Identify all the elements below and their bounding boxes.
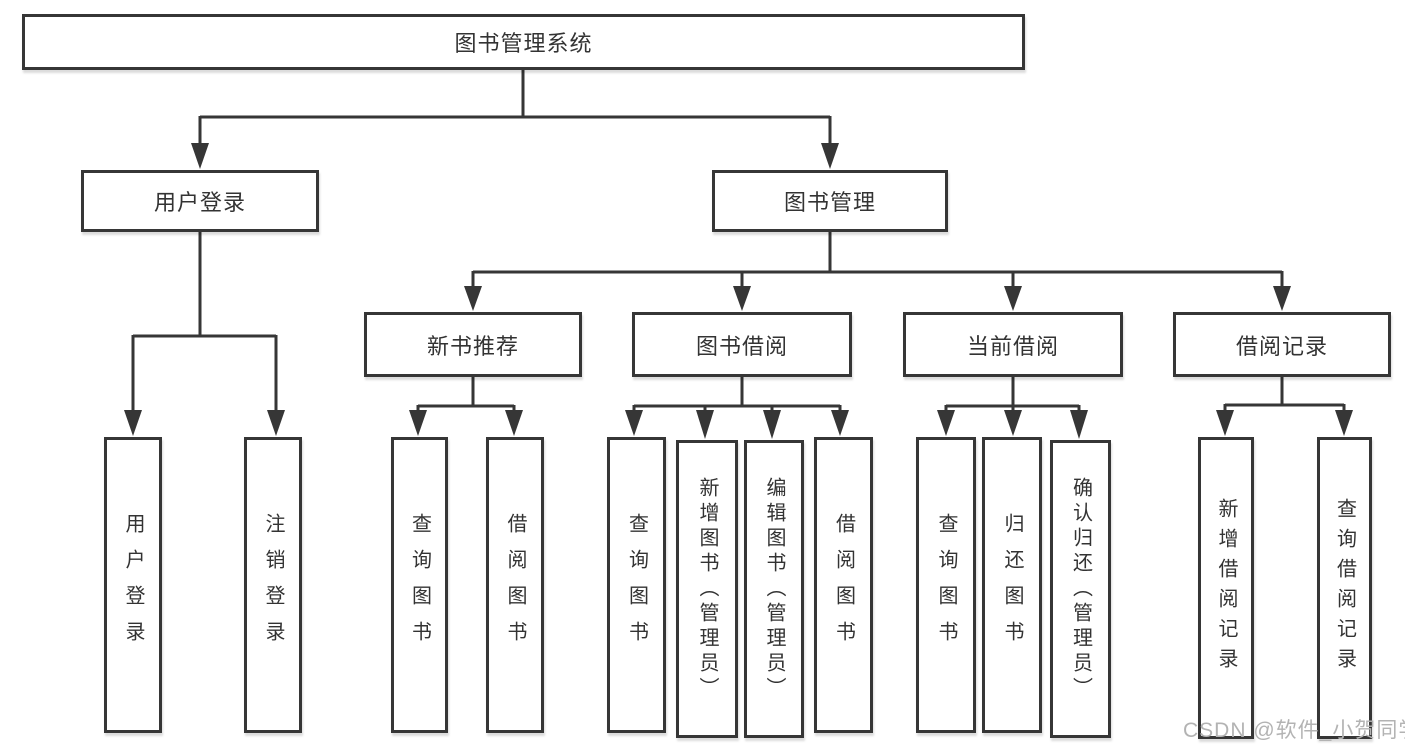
node-bb-add: 新增图书（管理员） [676, 440, 738, 738]
node-book-mgmt: 图书管理 [712, 170, 948, 232]
node-nbr-borrow: 借阅图书 [486, 437, 544, 733]
node-label: 新书推荐 [426, 333, 519, 359]
node-cb-confirm: 确认归还（管理员） [1050, 440, 1111, 738]
node-label: 借阅记录 [1235, 333, 1328, 359]
node-cb-return: 归还图书 [982, 437, 1042, 733]
node-label: 查询图书 [625, 513, 648, 657]
node-user-login: 用户登录 [81, 170, 319, 232]
node-bb-edit: 编辑图书（管理员） [744, 440, 804, 738]
node-borrow-records: 借阅记录 [1173, 312, 1391, 377]
node-label: 图书管理 [783, 190, 876, 215]
node-label: 用户登录 [122, 513, 144, 657]
node-bb-borrow: 借阅图书 [814, 437, 873, 733]
node-label: 图书借阅 [695, 333, 788, 359]
node-label: 图书管理系统 [454, 31, 593, 56]
node-new-book-rec: 新书推荐 [364, 312, 582, 377]
node-label: 新增借阅记录 [1215, 498, 1237, 678]
node-label: 查询图书 [408, 513, 431, 657]
watermark: CSDN @软件_小贺同学 [1183, 719, 1405, 742]
node-bb-query: 查询图书 [607, 437, 666, 733]
node-label: 确认归还（管理员） [1069, 476, 1092, 702]
node-label: 归还图书 [1001, 513, 1023, 657]
node-br-add: 新增借阅记录 [1198, 437, 1254, 739]
node-cb-query: 查询图书 [916, 437, 976, 733]
node-label: 编辑图书（管理员） [763, 476, 785, 702]
node-label: 当前借阅 [966, 333, 1059, 359]
arrowheads [124, 143, 1353, 439]
node-label: 查询图书 [935, 513, 957, 657]
node-current-borrow: 当前借阅 [903, 312, 1123, 377]
node-label: 注销登录 [262, 513, 284, 657]
node-root: 图书管理系统 [22, 14, 1025, 70]
node-book-borrow: 图书借阅 [632, 312, 852, 377]
node-logout: 注销登录 [244, 437, 302, 733]
node-nbr-query: 查询图书 [391, 437, 448, 733]
node-label: 用户登录 [153, 190, 246, 215]
node-label: 查询借阅记录 [1333, 498, 1356, 678]
node-br-query: 查询借阅记录 [1317, 437, 1372, 739]
node-label: 借阅图书 [832, 513, 855, 657]
node-label: 借阅图书 [504, 513, 526, 657]
node-user-login-act: 用户登录 [104, 437, 162, 733]
node-label: 新增图书（管理员） [696, 476, 718, 702]
